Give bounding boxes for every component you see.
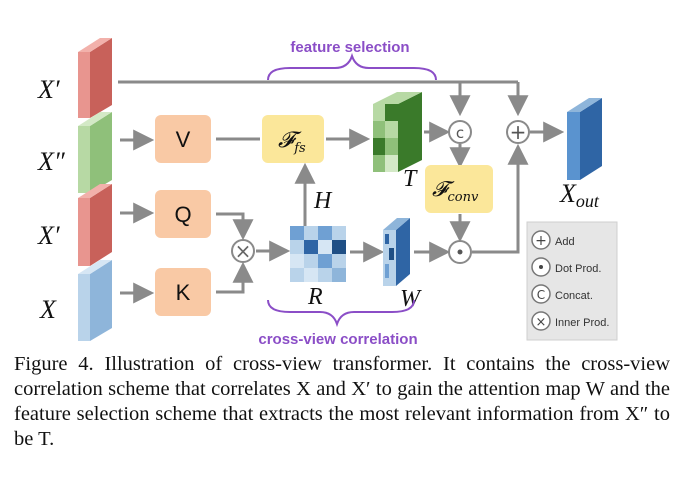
bypass-connection — [118, 80, 529, 117]
svg-text:×: × — [536, 315, 547, 330]
svg-text:Concat.: Concat. — [555, 290, 593, 302]
feature-selection-brace — [267, 52, 437, 81]
svg-text:𝓕fs: 𝓕fs — [278, 128, 306, 156]
concat-op: c — [448, 120, 472, 144]
svg-text:+: + — [510, 120, 527, 144]
inner-product-op: × — [231, 239, 255, 263]
correlation-matrix-r — [290, 226, 346, 282]
dot-product-op — [448, 240, 472, 264]
cross-view-transformer-diagram: X′ X″ X′ X V Q K — [37, 38, 618, 348]
feature-t — [373, 92, 422, 172]
input-block-x-double-prime — [78, 112, 112, 193]
attention-map-w — [383, 218, 410, 286]
input-block-x-prime-mid — [78, 184, 112, 266]
legend-item-dot-product: Dot Prod. — [531, 257, 601, 277]
input-block-x-prime-top — [78, 38, 112, 118]
legend: + Add Dot Prod. C Concat. × Inner Prod. — [526, 221, 618, 341]
k-box: K — [155, 268, 211, 316]
q-label: Q — [174, 202, 191, 227]
label-x-double-prime: X″ — [37, 147, 66, 176]
qk-to-inner-arrows — [216, 212, 254, 294]
label-r: R — [307, 284, 323, 310]
feature-selection-label: feature selection — [290, 39, 409, 56]
label-x-prime-top: X′ — [37, 75, 60, 104]
figure-caption: Figure 4. Illustration of cross-view tra… — [14, 352, 670, 452]
legend-item-add: + Add — [531, 230, 575, 250]
svg-text:×: × — [235, 239, 252, 263]
cross-view-correlation-brace — [267, 299, 415, 328]
svg-text:+: + — [535, 233, 547, 249]
f-fs-box: 𝓕fs — [262, 115, 324, 163]
k-label: K — [176, 280, 191, 305]
v-box: V — [155, 115, 211, 163]
f-fs-subscript: fs — [293, 141, 306, 156]
cross-view-correlation-label: cross-view correlation — [258, 331, 417, 348]
label-x-out: Xout — [559, 179, 600, 211]
label-w: W — [400, 286, 422, 312]
label-x: X — [39, 295, 57, 324]
input-arrows — [120, 129, 155, 304]
input-block-x — [78, 260, 112, 341]
add-op: + — [506, 120, 530, 144]
svg-text:c: c — [456, 124, 464, 142]
legend-item-concat: C Concat. — [531, 284, 593, 304]
q-box: Q — [155, 190, 211, 238]
v-label: V — [176, 127, 191, 152]
caption-text: Figure 4. Illustration of cross-view tra… — [14, 353, 670, 450]
f-conv-subscript: conv — [448, 190, 479, 205]
svg-text:Dot Prod.: Dot Prod. — [555, 263, 601, 275]
label-x-prime-mid: X′ — [37, 221, 60, 250]
label-t: T — [403, 166, 418, 192]
legend-item-inner-product: × Inner Prod. — [531, 311, 609, 331]
f-conv-box: 𝓕conv — [425, 165, 493, 213]
svg-text:C: C — [537, 288, 545, 302]
svg-text:Inner Prod.: Inner Prod. — [555, 317, 609, 329]
output-block-x-out — [567, 98, 602, 180]
label-h: H — [313, 188, 333, 214]
dot-to-add-arrow — [472, 143, 529, 254]
svg-text:Add: Add — [555, 236, 575, 248]
